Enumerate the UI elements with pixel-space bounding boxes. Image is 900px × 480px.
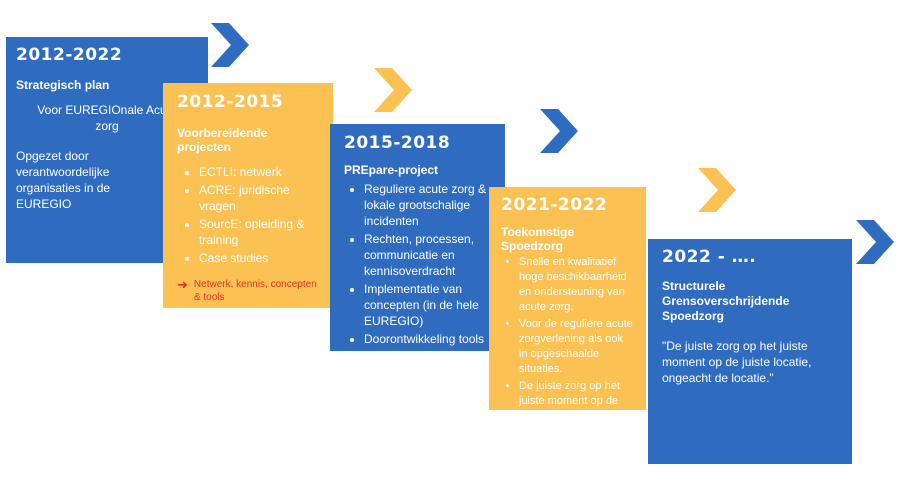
card-title: Voorbereidende projecten bbox=[177, 126, 268, 154]
chevron-right-icon bbox=[540, 109, 578, 153]
card-list: Snelle en kwalitatief hoge beschikbaarhe… bbox=[501, 255, 634, 424]
list-item: Rechten, processen, communicatie en kenn… bbox=[364, 231, 491, 279]
card-title: Strategisch plan bbox=[16, 78, 110, 92]
chevron-right-icon bbox=[698, 168, 736, 212]
timeline-card-2012-2015: 2012-2015 Voorbereidende projecten ECTLI… bbox=[163, 83, 333, 308]
card-period: 2021-2022 bbox=[501, 195, 608, 215]
chevron-right-icon bbox=[374, 68, 412, 112]
card-title: PREpare-project bbox=[344, 163, 439, 177]
card-quote: "De juiste zorg op het juiste moment op … bbox=[662, 339, 812, 385]
card-period: 2015-2018 bbox=[344, 133, 451, 153]
card-period: 2012-2015 bbox=[177, 92, 284, 112]
list-item: ACRE: juridische vragen bbox=[199, 182, 319, 214]
timeline-card-2021-2022: 2021-2022 Toekomstige Spoedzorg Snelle e… bbox=[489, 187, 646, 422]
card-list: Reguliere acute zorg & lokale grootschal… bbox=[344, 181, 491, 347]
card-period: 2012-2022 bbox=[16, 45, 123, 65]
list-item: SourcE: opleiding & training bbox=[199, 216, 319, 248]
card-title: Toekomstige Spoedzorg bbox=[501, 225, 575, 253]
list-item: Voor de reguliere acute zorgverlening al… bbox=[519, 317, 634, 377]
list-item: Implementatie van concepten (in de hele … bbox=[364, 281, 491, 329]
chevron-right-icon bbox=[211, 23, 249, 67]
card-subtitle: Voor EUREGIOnale Acute zorg bbox=[37, 103, 177, 133]
timeline-card-2015-2018: 2015-2018 PREpare-project Reguliere acut… bbox=[330, 124, 505, 351]
chevron-right-icon bbox=[856, 220, 894, 264]
outcome-line: ➜ Netwerk, kennis, concepten & tools bbox=[177, 278, 319, 304]
list-item: Doorontwikkeling tools bbox=[364, 331, 491, 347]
timeline-card-2022: 2022 - …. Structurele Grensoverschrijden… bbox=[648, 239, 852, 464]
outcome-text: Netwerk, kennis, concepten & tools bbox=[193, 279, 317, 303]
card-body: Opgezet door verantwoordelijke organisat… bbox=[16, 149, 111, 211]
card-title: Structurele Grensoverschrijdende Spoedzo… bbox=[662, 279, 790, 323]
card-list: ECTLI: netwerk ACRE: juridische vragen S… bbox=[177, 164, 319, 266]
list-item: Case studies bbox=[199, 250, 319, 266]
list-item: ECTLI: netwerk bbox=[199, 164, 319, 180]
card-period: 2022 - …. bbox=[662, 247, 757, 267]
list-item: De juiste zorg op het juiste moment op d… bbox=[519, 379, 634, 424]
list-item: Reguliere acute zorg & lokale grootschal… bbox=[364, 181, 491, 229]
arrow-right-icon: ➜ bbox=[177, 277, 188, 292]
list-item: Snelle en kwalitatief hoge beschikbaarhe… bbox=[519, 255, 634, 315]
